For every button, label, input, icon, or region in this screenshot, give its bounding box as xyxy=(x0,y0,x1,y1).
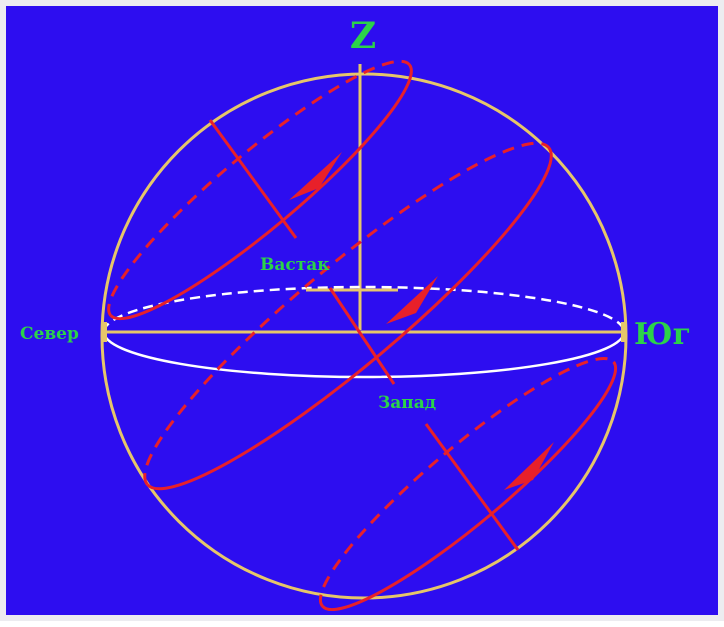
horizon-back-arc xyxy=(102,285,626,333)
lower-direction-arrow xyxy=(504,442,554,490)
south-point-marker xyxy=(621,322,627,342)
celestial-sphere-diagram: Z Север Юг Вастак Запад xyxy=(20,15,691,612)
celestial-sphere xyxy=(100,72,628,600)
middle-direction-arrow xyxy=(386,276,438,324)
upper-direction-arrow xyxy=(289,152,342,200)
zenith-label: Z xyxy=(350,15,376,57)
upper-circle-axis xyxy=(208,119,298,239)
east-label: Вастак xyxy=(260,255,330,275)
south-label: Юг xyxy=(634,317,691,352)
middle-diurnal-circle xyxy=(143,141,553,491)
north-label: Север xyxy=(20,324,79,344)
north-point-marker xyxy=(101,322,107,342)
upper-diurnal-circle xyxy=(107,59,413,321)
horizon-front-arc xyxy=(102,331,626,379)
east-west-axis xyxy=(328,287,396,385)
west-label: Запад xyxy=(378,393,436,413)
lower-circle-axis xyxy=(424,423,520,551)
